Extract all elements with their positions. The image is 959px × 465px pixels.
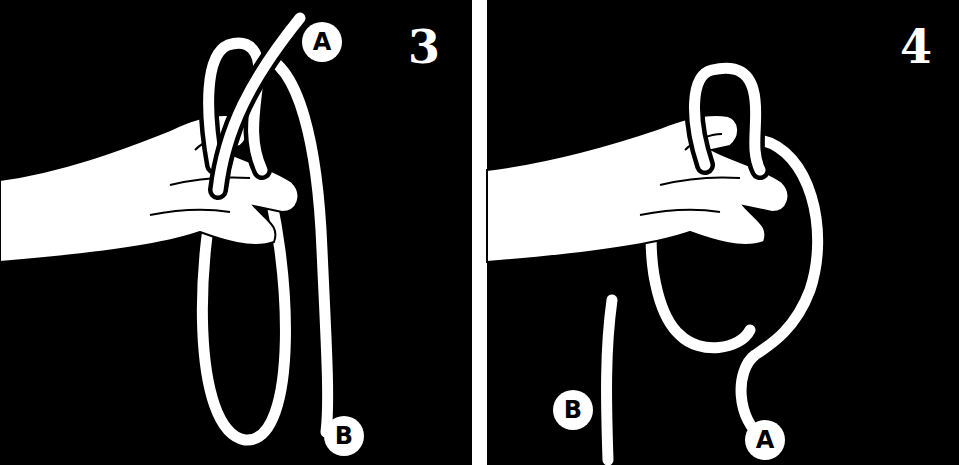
rope-panel-4-top xyxy=(695,68,760,170)
step-number: 4 xyxy=(900,22,932,72)
rope-panel-3-top xyxy=(209,18,300,190)
rope-end-label: B xyxy=(324,416,364,456)
hand-panel-4 xyxy=(487,115,788,262)
step-number: 3 xyxy=(408,22,440,72)
panel-ground xyxy=(487,0,959,465)
rope-end-label: A xyxy=(302,22,342,62)
panel-ground xyxy=(0,0,472,465)
rope-end-label: B xyxy=(553,390,593,430)
rope-panel-3 xyxy=(202,55,327,440)
rope-end-label: A xyxy=(745,420,785,460)
